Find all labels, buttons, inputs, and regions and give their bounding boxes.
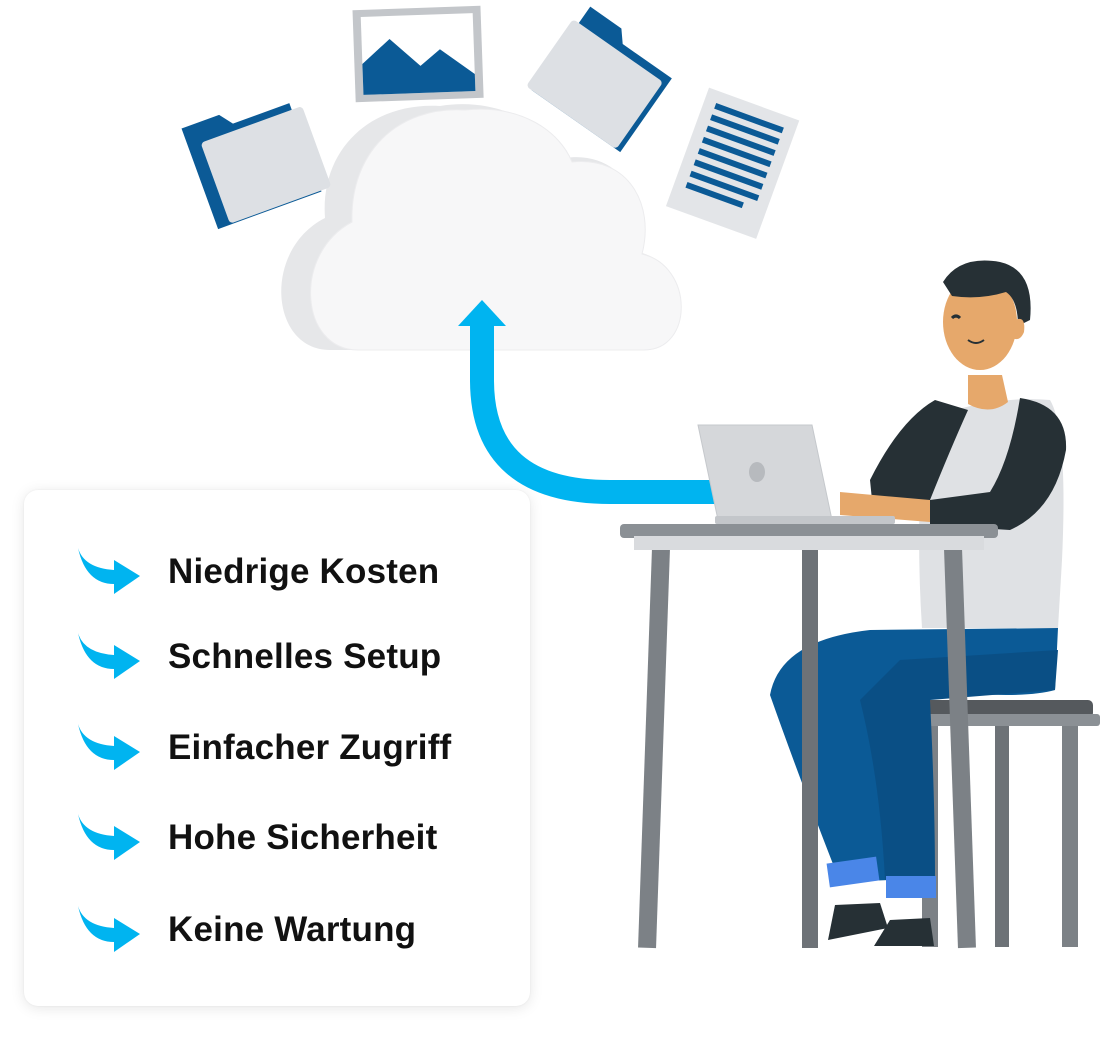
stool xyxy=(918,700,1100,947)
folder-icon xyxy=(181,103,331,230)
benefit-item-schnelles-setup: Schnelles Setup xyxy=(74,627,441,687)
benefits-card: Niedrige Kosten Schnelles Setup Einfache… xyxy=(24,490,530,1006)
benefit-label: Keine Wartung xyxy=(168,910,417,949)
benefit-label: Niedrige Kosten xyxy=(168,552,440,591)
benefit-item-hohe-sicherheit: Hohe Sicherheit xyxy=(74,808,437,868)
benefit-item-einfacher-zugriff: Einfacher Zugriff xyxy=(74,718,451,778)
table xyxy=(620,524,998,949)
arrow-icon xyxy=(78,814,140,860)
benefit-label: Einfacher Zugriff xyxy=(168,728,452,767)
benefit-label: Schnelles Setup xyxy=(168,637,442,676)
arrow-icon xyxy=(78,548,140,594)
image-icon xyxy=(352,5,484,103)
arrow-icon xyxy=(78,724,140,770)
benefit-item-keine-wartung: Keine Wartung xyxy=(74,900,416,960)
cloud-icon xyxy=(281,104,682,351)
arrow-icon xyxy=(78,633,140,679)
benefit-label: Hohe Sicherheit xyxy=(168,818,438,857)
laptop-icon xyxy=(697,424,895,524)
document-icon xyxy=(665,87,800,239)
benefit-item-niedrige-kosten: Niedrige Kosten xyxy=(74,542,439,602)
upload-arrow-icon xyxy=(458,300,720,504)
folder-icon xyxy=(527,6,672,153)
arrow-icon xyxy=(78,906,140,952)
